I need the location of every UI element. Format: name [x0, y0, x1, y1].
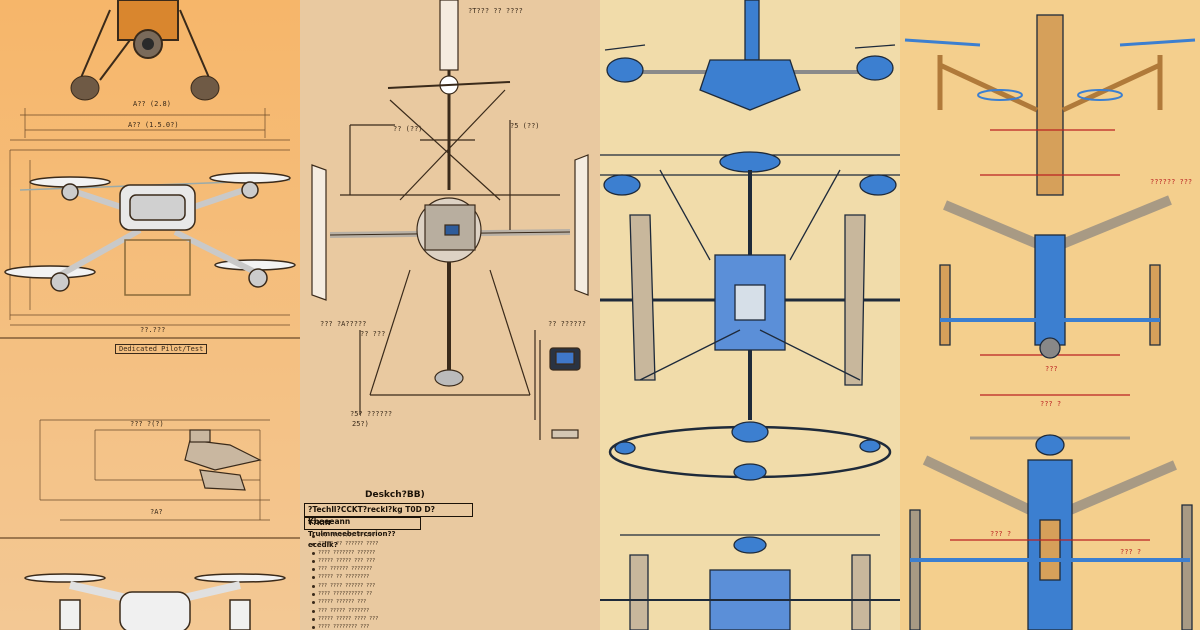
drone-top-view-diagram [311, 0, 589, 440]
spec-line: ???? ???????? ??? [312, 623, 482, 631]
dim-label-low: ??? ? [1040, 400, 1062, 408]
spec-line: ???? ??????? ?????? [312, 549, 482, 557]
dim-bottom-left-2: ?? ??? [360, 330, 386, 338]
spec-title: Deskch?BB) [365, 490, 425, 500]
spec-line: ??? ?????? ??????? [312, 565, 482, 573]
spec-header-1: ?Techll?CCKT?reckl?kg T0D D?Kbeeeann [304, 503, 473, 526]
panel-tan-quad-diagram: ?T??? ?? ???? ?? (??) ?5 (??) ??? ?A????… [300, 0, 600, 630]
blue-drone-blueprint-group [904, 14, 1196, 630]
dim-low-2: 25?) [352, 420, 369, 428]
drone-sketch-group-1 [0, 0, 300, 630]
panel-cream-blue-drone-drawings [600, 0, 900, 630]
dim-bottom-left: ??? ?A????? [320, 320, 367, 328]
spec-line: ??? ???? ?????? ??? [312, 582, 482, 590]
panel-gold-blue-drone-drawings: ?????? ??? ??? ??? ? ??? ? ??? ? [900, 0, 1200, 630]
spec-line: ????? ????? ???? ??? [312, 615, 482, 623]
spec-line: ??? ????? ??????? [312, 607, 482, 615]
spec-line: ???? ?????????? ?? [312, 590, 482, 598]
dim-low-1: ?5? ?????? [350, 410, 393, 418]
dim-label-misc: ?A? [150, 508, 163, 516]
caption-box: Dedicated Pilot/Test [115, 344, 208, 354]
dim-label-mid: ??? [1045, 365, 1058, 373]
blue-drone-sketch-group [600, 0, 900, 630]
dim-label-b: ??? ? [1120, 548, 1142, 556]
dim-left: ?? (??) [393, 125, 423, 133]
dim-label-a: ??? ? [990, 530, 1012, 538]
spec-line: ????? ?????? ??? [312, 598, 482, 606]
spec-line: ??? ???????? ?????? [312, 532, 482, 540]
dim-label-bottom: ??.??? [140, 326, 166, 334]
dim-label-small: ??? ?(?) [130, 420, 164, 428]
dim-label-mid: A?? (1.5.0?) [128, 121, 179, 129]
spec-header-2: T?KIN Trulmmeebetrcsrion??ecedlk? [304, 517, 421, 549]
dim-label-top: A?? (2.8) [133, 100, 171, 108]
dim-bottom-right: ?? ?????? [548, 320, 586, 328]
spec-line: ????? ?? ???????? [312, 573, 482, 581]
spec-list: ??? ???????? ?????? ????? ?? ?????? ????… [312, 532, 482, 632]
spec-line: ????? ?? ?????? ???? [312, 540, 482, 548]
dim-right: ?5 (??) [510, 122, 540, 130]
panel-orange-drone-drawings: A?? (2.8) A?? (1.5.0?) ??.??? Dedicated … [0, 0, 300, 630]
dim-label-right: ?????? ??? [1150, 178, 1193, 186]
spec-line: ????? ????? ??? ??? [312, 557, 482, 565]
note-top: ?T??? ?? ???? [468, 7, 523, 15]
